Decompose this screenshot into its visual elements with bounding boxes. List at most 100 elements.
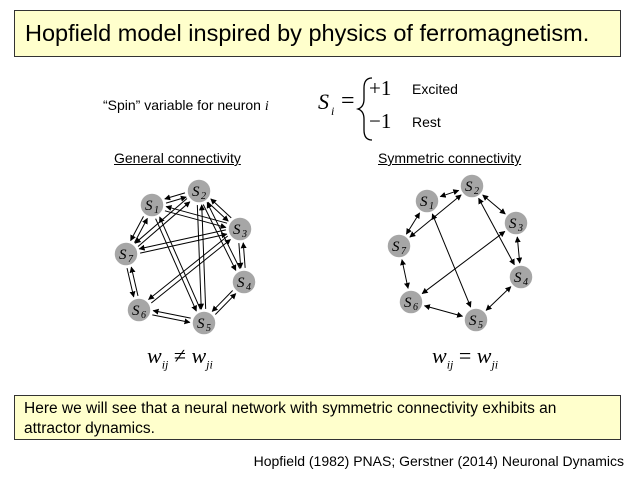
general-node-circle [191, 310, 217, 336]
spin-equals: = [341, 88, 355, 114]
general-sub-left: ij [161, 357, 169, 372]
general-node-circle [186, 178, 212, 204]
symmetric-heading: Symmetric connectivity [378, 150, 522, 166]
general-node-subscript: 2 [201, 191, 206, 202]
general-edges [126, 192, 247, 325]
symmetric-edge-1-5 [431, 213, 472, 308]
symmetric-edges [400, 189, 523, 318]
spin-plus-value: +1 [369, 76, 392, 100]
symmetric-edge-3-4 [514, 236, 523, 264]
general-node-symbol: S [197, 316, 205, 332]
note-text: Here we will see that a neural network w… [24, 400, 557, 437]
general-edge-2-4 [202, 204, 237, 271]
general-w-left: w [147, 343, 162, 368]
symmetric-sub-right: ji [491, 357, 499, 372]
symmetric-node-circle [386, 233, 412, 259]
general-edge-7-6 [126, 268, 136, 298]
general-edge-3-1 [165, 205, 228, 224]
general-node-circle [231, 269, 257, 295]
general-node-subscript: 5 [206, 323, 211, 334]
symmetric-edge-6-7 [400, 259, 410, 289]
rest-label: Rest [412, 114, 441, 130]
symmetric-node-subscript: 7 [401, 246, 407, 257]
general-operator: ≠ [173, 343, 186, 368]
symmetric-node-symbol: S [392, 239, 400, 255]
general-node-subscript: 3 [241, 229, 247, 240]
general-node-symbol: S [192, 184, 200, 200]
general-edge-1-5 [155, 218, 197, 312]
general-heading: General connectivity [114, 150, 241, 166]
general-node-symbol: S [233, 222, 241, 238]
symmetric-node-symbol: S [420, 194, 428, 210]
symmetric-node-subscript: 4 [523, 277, 528, 288]
general-edge-3-2 [210, 198, 232, 219]
citation: Hopfield (1982) PNAS; Gerstner (2014) Ne… [253, 453, 624, 469]
spin-label-text: “Spin” variable for neuron [103, 97, 261, 113]
general-node-symbol: S [237, 275, 245, 291]
symmetric-node-symbol: S [514, 270, 522, 286]
symmetric-node-circle [398, 289, 424, 315]
general-edge-6-7 [129, 266, 139, 296]
symmetric-w-left: w [432, 343, 447, 368]
symmetric-edge-5-6 [423, 304, 464, 318]
general-edge-5-2 [198, 204, 207, 309]
symmetric-node-symbol: S [509, 216, 517, 232]
symmetric-node-symbol: S [469, 313, 477, 329]
general-edge-3-4 [237, 243, 244, 269]
general-node-subscript: 1 [154, 205, 159, 216]
general-edge-5-1 [159, 216, 201, 310]
general-edge-2-5 [196, 205, 205, 310]
note-banner: Here we will see that a neural network w… [14, 395, 621, 440]
symmetric-edge-1-2 [439, 189, 460, 198]
symmetric-operator: = [458, 343, 472, 368]
symmetric-edge-4-5 [485, 286, 512, 311]
general-edge-5-4 [214, 293, 237, 315]
general-node-subscript: 4 [246, 282, 251, 293]
symmetric-w-right: w [476, 343, 492, 368]
general-edge-1-3 [164, 210, 227, 229]
general-edge-4-5 [211, 290, 234, 312]
general-edge-1-7 [130, 216, 144, 242]
slide-title: Hopfield model inspired by physics of fe… [25, 20, 590, 46]
general-edge-5-6 [152, 308, 191, 319]
general-node-symbol: S [145, 198, 153, 214]
general-edge-7-3 [140, 232, 228, 254]
general-w-right: w [191, 343, 207, 368]
general-sub-right: ji [206, 357, 213, 372]
spin-minus-value: −1 [369, 109, 392, 133]
spin-subscript: i [331, 104, 335, 118]
general-edge-6-3 [150, 239, 231, 304]
general-node-symbol: S [132, 303, 140, 319]
symmetric-equation: wij = wji [432, 343, 498, 372]
general-node-circle [227, 216, 253, 242]
symmetric-node-subscript: 1 [429, 201, 434, 212]
general-node-subscript: 7 [128, 254, 134, 265]
general-equation: wij ≠ wji [147, 343, 213, 372]
general-edge-3-7 [138, 229, 226, 251]
symmetric-node-subscript: 3 [517, 223, 523, 234]
symmetric-node-subscript: 6 [413, 302, 418, 313]
general-edge-7-2 [137, 201, 191, 247]
excited-label: Excited [412, 81, 458, 97]
general-edge-6-5 [152, 314, 191, 325]
symmetric-node-subscript: 5 [478, 320, 483, 331]
general-node-circle [126, 297, 152, 323]
symmetric-node-circle [508, 264, 534, 290]
general-node-circle [139, 192, 165, 218]
symmetric-node-symbol: S [465, 179, 473, 195]
symmetric-node-subscript: 2 [474, 186, 479, 197]
general-node-subscript: 6 [141, 310, 146, 321]
symmetric-edge-2-7 [409, 194, 462, 238]
